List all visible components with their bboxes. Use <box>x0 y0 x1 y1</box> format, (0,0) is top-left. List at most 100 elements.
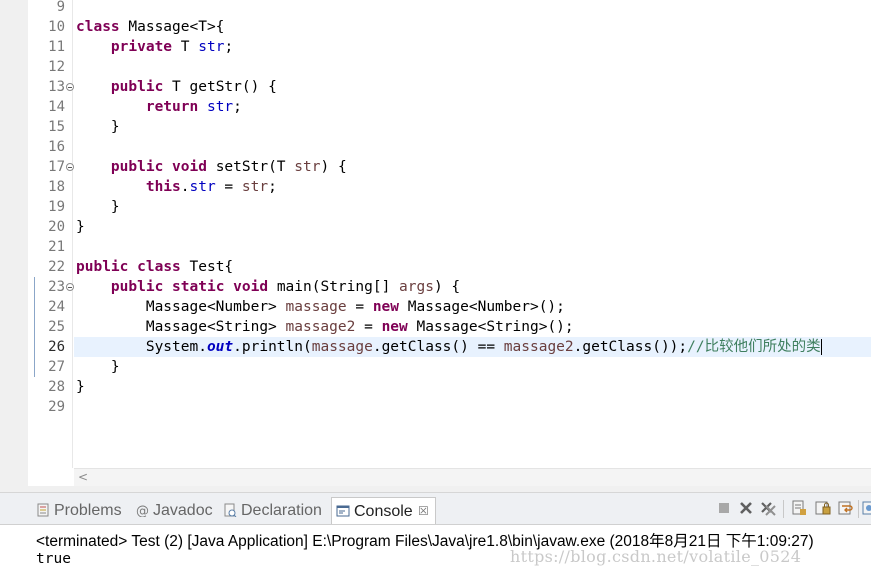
variable-token: str <box>294 159 321 175</box>
code-token: } <box>76 359 120 375</box>
field-token: out <box>206 339 234 355</box>
code-line: this.str = str; <box>76 177 277 197</box>
scroll-lock-icon[interactable] <box>815 500 831 516</box>
line-number: 26 <box>48 339 65 355</box>
code-line: return str; <box>76 97 242 117</box>
code-line: public class Test{ <box>76 257 233 277</box>
code-token: setStr(T <box>206 159 295 175</box>
code-line: class Massage<T>{ <box>76 17 224 37</box>
collapse-fold-icon[interactable] <box>66 163 74 171</box>
tab-console[interactable]: Console ☒ <box>331 497 436 524</box>
tab-declaration[interactable]: Declaration <box>219 497 322 524</box>
line-number: 22 <box>48 259 65 275</box>
code-token: ; <box>224 39 234 55</box>
comment-token: //比较他们所处的类 <box>687 339 821 355</box>
code-token <box>163 159 172 175</box>
keyword-token: this <box>145 179 181 195</box>
code-token: } <box>76 199 120 215</box>
editor-left-margin <box>0 0 28 492</box>
code-line: Massage<String> massage2 = new Massage<S… <box>76 317 574 337</box>
remove-all-terminated-icon[interactable] <box>760 500 776 516</box>
tab-problems[interactable]: Problems <box>32 497 122 524</box>
keyword-token: static <box>172 279 225 295</box>
code-token: . <box>180 179 190 195</box>
tab-label: Console <box>354 503 413 520</box>
console-icon <box>336 505 350 517</box>
code-token <box>198 99 207 115</box>
code-token: Massage<String>(); <box>407 319 574 335</box>
code-token <box>163 279 172 295</box>
terminated-status-line: <terminated> Test (2) [Java Application]… <box>36 533 814 550</box>
close-console-tab-icon[interactable]: ☒ <box>417 504 429 518</box>
code-token: .getClass()); <box>573 339 688 355</box>
tab-label: Problems <box>54 502 122 519</box>
code-line: } <box>76 197 120 217</box>
tab-javadoc[interactable]: @ Javadoc <box>131 497 213 524</box>
code-token <box>76 39 111 55</box>
clear-console-icon[interactable] <box>791 500 807 516</box>
field-token: str <box>189 179 216 195</box>
code-token <box>76 159 111 175</box>
code-token <box>224 279 233 295</box>
keyword-token: public <box>110 159 164 175</box>
code-token: Massage<Number> <box>76 299 286 315</box>
code-token: .println( <box>233 339 312 355</box>
line-number: 17 <box>48 159 65 175</box>
javadoc-icon: @ <box>136 504 149 517</box>
keyword-token: class <box>76 19 120 35</box>
code-token <box>76 99 146 115</box>
keyword-token: new <box>372 299 400 315</box>
terminate-icon[interactable] <box>716 500 732 516</box>
keyword-token: private <box>110 39 173 55</box>
line-number: 27 <box>48 359 65 375</box>
code-token: Massage<Number>(); <box>399 299 565 315</box>
code-token: ) { <box>433 279 461 295</box>
keyword-token: return <box>145 99 199 115</box>
scroll-left-arrow-icon[interactable]: < <box>78 470 89 484</box>
code-line: public void setStr(T str) { <box>76 157 347 177</box>
word-wrap-icon[interactable] <box>838 500 854 516</box>
code-line: } <box>76 357 120 377</box>
collapse-fold-icon[interactable] <box>66 83 74 91</box>
code-token: ) { <box>320 159 347 175</box>
keyword-token: public <box>110 79 164 95</box>
line-number: 20 <box>48 219 65 235</box>
field-token: str <box>206 99 234 115</box>
watermark: https://blog.csdn.net/volatile_0524 <box>510 547 802 566</box>
pin-console-icon[interactable] <box>862 500 871 516</box>
current-line-highlight <box>74 337 871 357</box>
code-token: ; <box>233 99 242 115</box>
line-number: 16 <box>48 139 65 155</box>
keyword-token: new <box>381 319 408 335</box>
line-number: 24 <box>48 299 65 315</box>
editor-panel-divider[interactable] <box>0 486 871 492</box>
console-output[interactable]: <terminated> Test (2) [Java Application]… <box>0 526 871 577</box>
code-token: Massage<String> <box>76 319 286 335</box>
code-line: Massage<Number> massage = new Massage<Nu… <box>76 297 565 317</box>
line-number: 18 <box>48 179 65 195</box>
line-number: 9 <box>56 0 65 15</box>
collapse-fold-icon[interactable] <box>66 283 74 291</box>
code-token: ; <box>268 179 277 195</box>
overview-ruler <box>28 0 35 492</box>
code-token: Massage<T>{ <box>119 19 225 35</box>
code-token: } <box>76 119 120 135</box>
line-number: 29 <box>48 399 65 415</box>
field-token: str <box>198 39 225 55</box>
code-line: } <box>76 217 85 237</box>
keyword-token: void <box>233 279 269 295</box>
code-token <box>76 79 111 95</box>
horizontal-scrollbar[interactable]: < <box>74 468 871 486</box>
code-line: public static void main(String[] args) { <box>76 277 460 297</box>
remove-launch-icon[interactable] <box>738 500 754 516</box>
keyword-token: class <box>137 259 181 275</box>
code-text-area[interactable]: class Massage<T>{ private T str; public … <box>74 0 871 468</box>
line-number: 25 <box>48 319 65 335</box>
line-number: 13 <box>48 79 65 95</box>
code-token: = <box>355 319 382 335</box>
variable-token: str <box>241 179 269 195</box>
variable-token: massage2 <box>503 339 574 355</box>
text-caret <box>820 339 822 355</box>
